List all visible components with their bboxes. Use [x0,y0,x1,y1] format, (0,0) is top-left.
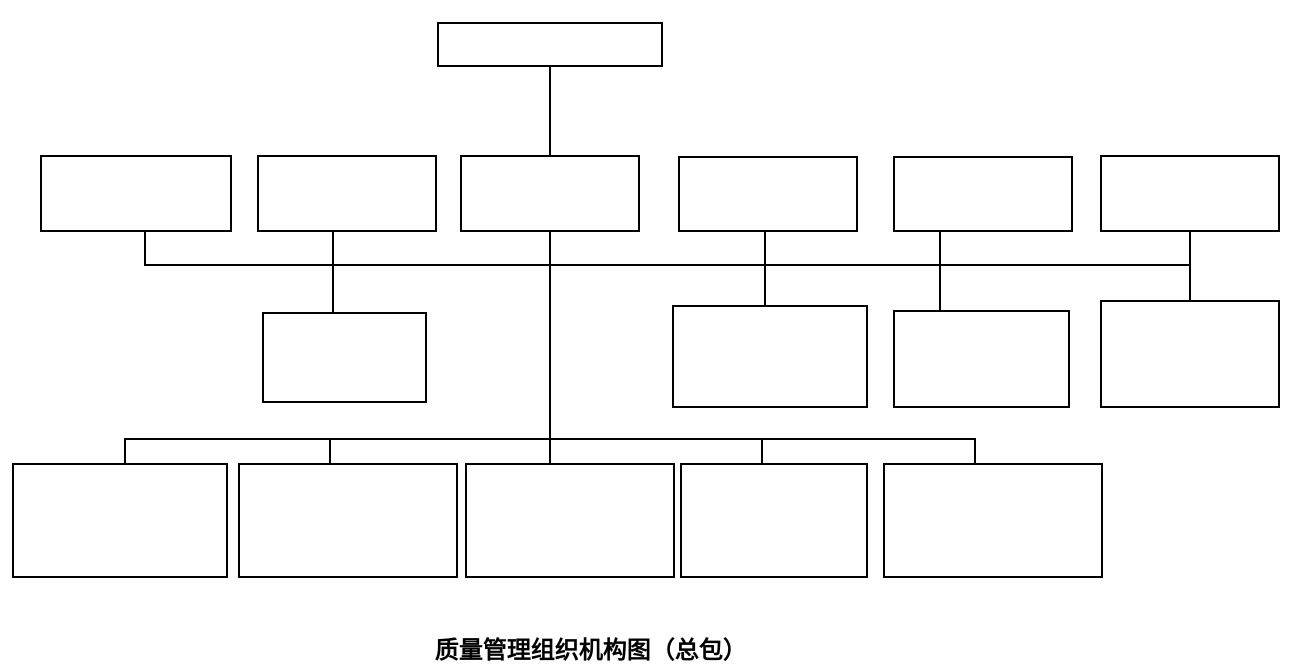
connector-row2-box6-to-row3-box4 [1189,232,1191,300]
node-row4-box3 [465,463,675,578]
node-row4-box2 [238,463,458,578]
node-row4-box4 [680,463,868,578]
connector-row4-box4-stub [761,438,763,463]
connector-row2-box5-to-row3-box3 [939,232,941,310]
node-row3-box1 [262,312,427,403]
connector-row2-box4-to-row3-box2 [764,232,766,305]
node-row2-box1 [40,155,232,232]
connector-row2-box2-to-row3-box1 [332,232,334,312]
connector-row2-box1-stub [144,232,146,266]
node-row4-box5 [883,463,1103,578]
connector-bus-row2 [144,264,1191,266]
connector-row4-box5-stub [974,438,976,463]
diagram-caption: 质量管理组织机构图（总包） [435,638,747,664]
node-row2-box2 [257,155,437,232]
connector-row4-box1-stub [124,438,126,463]
node-row2-box4 [678,156,858,232]
connector-top-vertical [549,67,551,155]
node-row2-box5 [893,156,1073,232]
node-row2-box6 [1100,155,1280,232]
connector-center-vertical [549,232,551,463]
node-row2-box3 [460,155,640,232]
connector-bus-row4 [124,438,976,440]
node-row4-box1 [12,463,228,578]
node-row3-box4 [1100,300,1280,408]
node-row3-box3 [893,310,1070,408]
node-row3-box2 [672,305,868,408]
node-top [437,22,663,67]
connector-row4-box2-stub [329,438,331,463]
